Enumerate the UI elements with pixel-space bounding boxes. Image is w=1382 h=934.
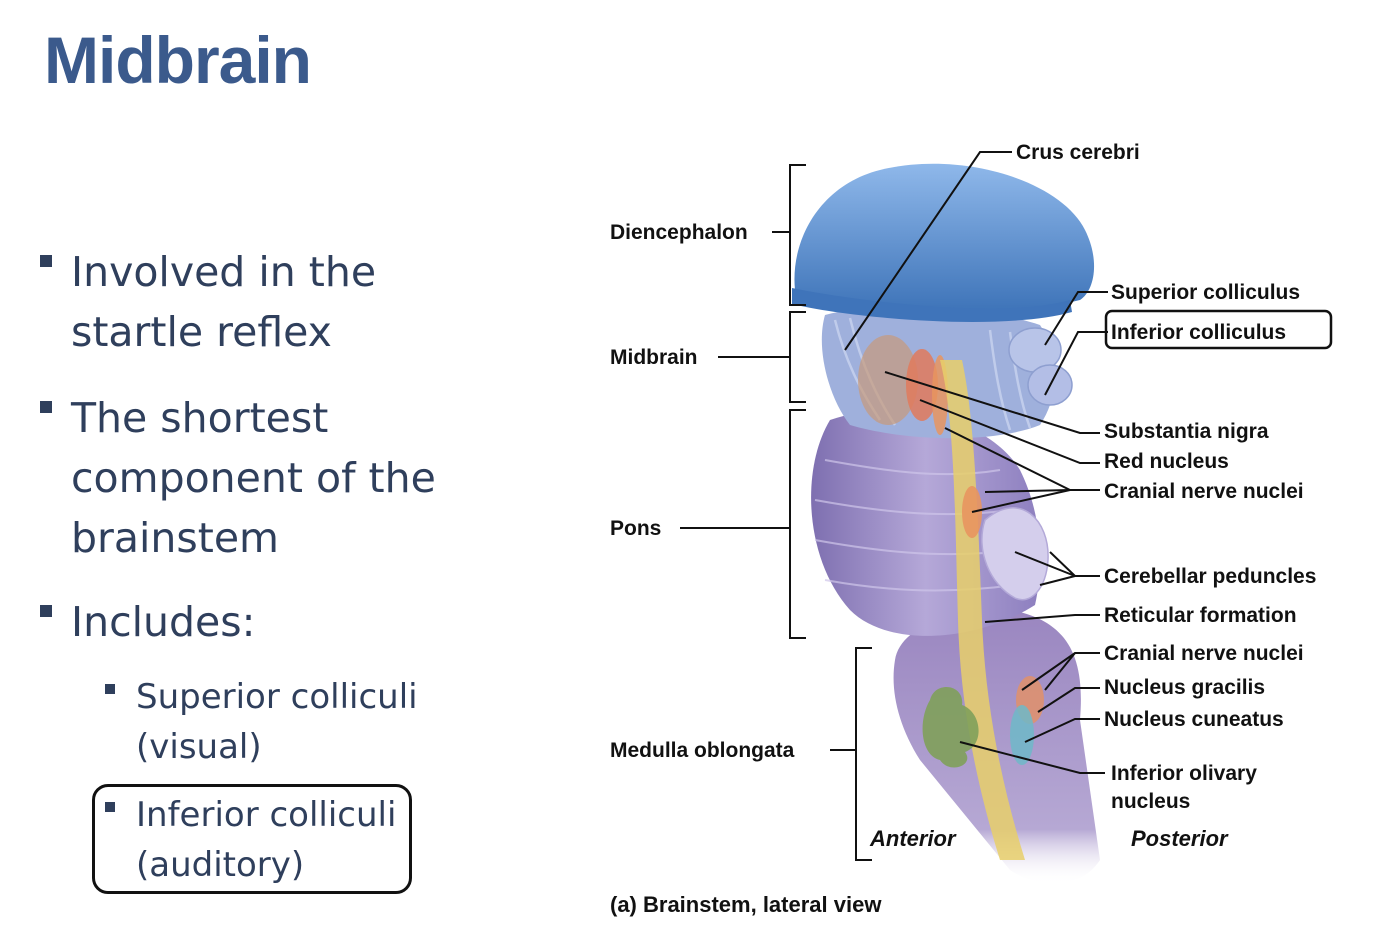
label-anterior: Anterior bbox=[869, 826, 957, 851]
label-substantia-nigra: Substantia nigra bbox=[1104, 420, 1269, 443]
bullet-text-line: Involved in the bbox=[71, 248, 377, 296]
inferior-olivary-nucleus-shape bbox=[922, 686, 979, 768]
label-midbrain: Midbrain bbox=[610, 346, 698, 369]
bullet-marker bbox=[105, 802, 115, 812]
label-inferior-olivary: Inferior olivary bbox=[1111, 762, 1257, 785]
bullet-includes: Includes: bbox=[40, 592, 501, 652]
bullet-text-line: Includes: bbox=[71, 598, 256, 646]
figure-caption: (a) Brainstem, lateral view bbox=[610, 892, 882, 917]
highlight-box bbox=[92, 784, 412, 894]
bullet-marker bbox=[105, 684, 115, 694]
label-medulla-oblongata: Medulla oblongata bbox=[610, 739, 795, 762]
label-cranial-nerve-nuclei-upper: Cranial nerve nuclei bbox=[1104, 480, 1304, 503]
label-cerebellar-peduncles: Cerebellar peduncles bbox=[1104, 565, 1316, 588]
bullet-text-line: (auditory) bbox=[136, 845, 305, 885]
label-nucleus-gracilis: Nucleus gracilis bbox=[1104, 676, 1265, 699]
bullet-startle-reflex: Involved in the startle reflex bbox=[40, 242, 501, 362]
subbullet-superior-colliculi: Superior colliculi (visual) bbox=[105, 672, 436, 772]
bullet-text-line: The shortest bbox=[71, 394, 329, 442]
bullet-text-line: component of the bbox=[71, 454, 436, 502]
label-crus-cerebri: Crus cerebri bbox=[1016, 141, 1140, 164]
medulla-oblongata-shape bbox=[893, 610, 1100, 884]
bullet-marker bbox=[40, 605, 52, 617]
inferior-colliculus-label-box bbox=[1104, 309, 1333, 350]
cerebellar-peduncles-shape bbox=[981, 507, 1049, 601]
slide-title: Midbrain bbox=[44, 23, 312, 97]
bullet-text-line: brainstem bbox=[71, 514, 279, 562]
label-nucleus-cuneatus: Nucleus cuneatus bbox=[1104, 708, 1284, 731]
bullet-text-line: startle reflex bbox=[71, 308, 332, 356]
subbullet-inferior-colliculi: Inferior colliculi (auditory) bbox=[105, 790, 436, 890]
label-inferior-olivary-nucleus: nucleus bbox=[1111, 790, 1190, 813]
bullet-text-line: Inferior colliculi bbox=[136, 795, 397, 835]
bullet-marker bbox=[40, 401, 52, 413]
nucleus-cuneatus-shape bbox=[1010, 705, 1034, 765]
label-red-nucleus: Red nucleus bbox=[1104, 450, 1229, 473]
bullet-marker bbox=[40, 255, 52, 267]
bullet-text-line: Superior colliculi bbox=[136, 677, 418, 717]
label-inferior-colliculus: Inferior colliculus bbox=[1111, 321, 1286, 344]
bullet-text-line: (visual) bbox=[136, 727, 262, 767]
label-reticular-formation: Reticular formation bbox=[1104, 604, 1297, 627]
leader-lines bbox=[844, 151, 1108, 774]
bullet-shortest-component: The shortest component of the brainstem bbox=[40, 388, 501, 568]
substantia-nigra-shape bbox=[858, 335, 918, 425]
diencephalon-base bbox=[792, 288, 1072, 322]
label-posterior: Posterior bbox=[1131, 826, 1229, 851]
label-diencephalon: Diencephalon bbox=[610, 221, 748, 244]
label-pons: Pons bbox=[610, 517, 661, 540]
label-cranial-nerve-nuclei-lower: Cranial nerve nuclei bbox=[1104, 642, 1304, 665]
diencephalon-shape bbox=[794, 163, 1095, 314]
reticular-formation-column bbox=[940, 360, 1025, 860]
left-brackets bbox=[680, 164, 872, 861]
label-superior-colliculus: Superior colliculus bbox=[1111, 281, 1300, 304]
